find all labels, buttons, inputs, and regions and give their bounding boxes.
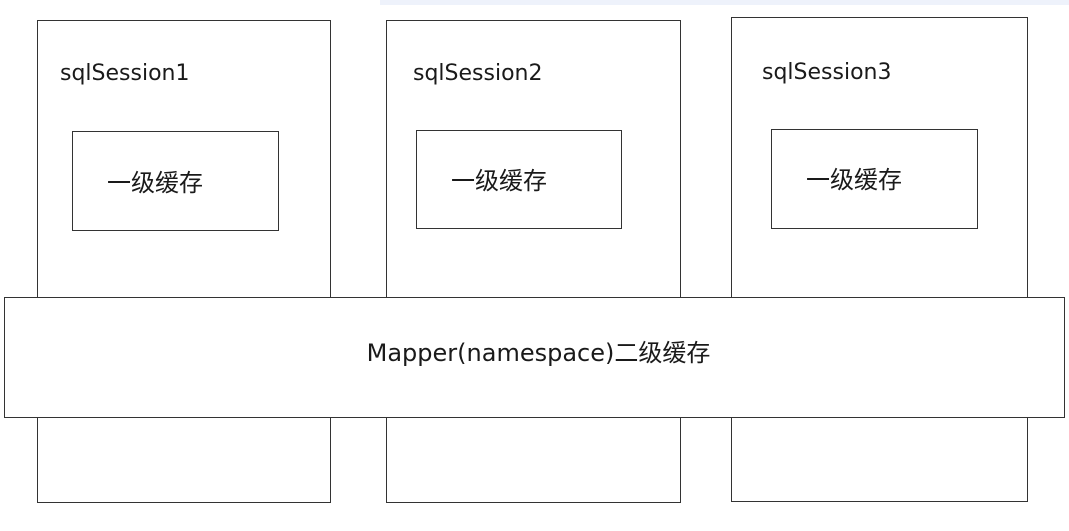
session-label-3: sqlSession3 xyxy=(762,60,892,85)
top-strip xyxy=(380,0,1069,5)
first-level-cache-label-3: 一级缓存 xyxy=(806,166,902,194)
second-level-cache-mapper-label: Mapper(namespace)二级缓存 xyxy=(366,339,711,367)
first-level-cache-box-1: 一级缓存 xyxy=(72,131,279,231)
session-label-2: sqlSession2 xyxy=(413,61,543,86)
session-box-3: sqlSession3 一级缓存 xyxy=(731,17,1028,502)
second-level-cache-mapper-box: Mapper(namespace)二级缓存 xyxy=(4,297,1065,418)
first-level-cache-box-2: 一级缓存 xyxy=(416,130,622,229)
first-level-cache-label-2: 一级缓存 xyxy=(451,167,547,195)
session-label-1: sqlSession1 xyxy=(60,61,190,86)
session-box-2: sqlSession2 一级缓存 xyxy=(386,20,681,503)
first-level-cache-box-3: 一级缓存 xyxy=(771,129,978,229)
first-level-cache-label-1: 一级缓存 xyxy=(107,169,203,197)
session-box-1: sqlSession1 一级缓存 xyxy=(37,20,331,503)
